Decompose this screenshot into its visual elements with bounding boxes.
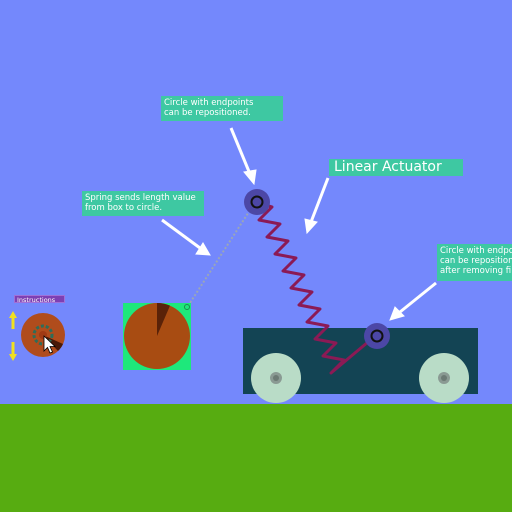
pointer-arrow-right [389,281,437,321]
actuator-spring[interactable] [257,201,375,375]
length-box[interactable] [123,302,191,370]
arrow-down-icon[interactable] [9,342,17,361]
cart-wheel-right[interactable] [419,353,469,403]
spring-connection-line [187,206,253,307]
label-endpoints-right: Circle with endpoints can be repositione… [437,244,512,281]
pointer-arrow-actuator [304,177,330,235]
instructions-button[interactable]: Instructions [14,295,65,303]
ground [0,404,512,512]
label-spring-sends: Spring sends length value from box to ci… [82,191,204,216]
endpoint-circle-bottom[interactable] [364,323,390,349]
label-endpoints-top: Circle with endpoints can be repositione… [161,96,283,121]
pointer-arrow-top [229,127,257,186]
label-linear-actuator: Linear Actuator [329,159,463,176]
endpoint-circle-top[interactable] [244,189,270,215]
cart-wheel-left[interactable] [251,353,301,403]
mouse-cursor-icon [43,335,56,354]
pointer-arrow-spring [161,218,211,256]
control-wheel[interactable] [21,313,65,357]
arrow-up-icon[interactable] [9,311,17,329]
